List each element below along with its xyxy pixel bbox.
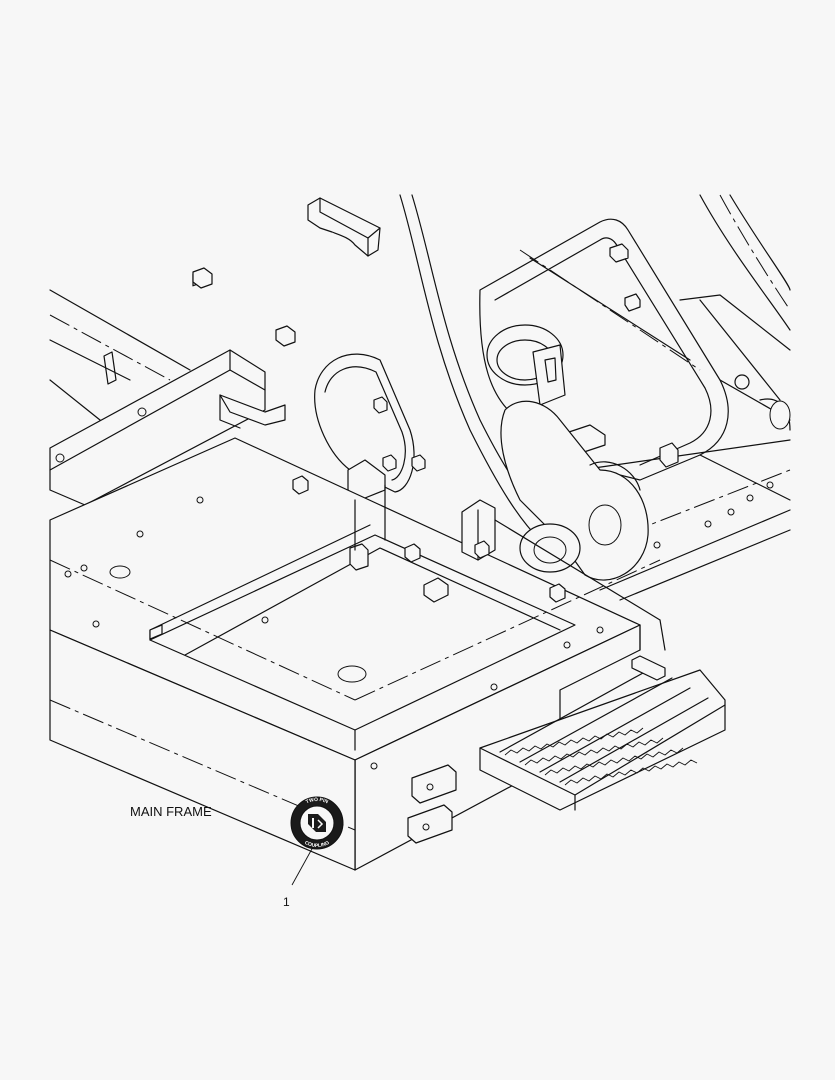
- part-label: MAIN FRAME: [130, 804, 212, 819]
- decal-ring-top: TWO PIN: [305, 797, 329, 806]
- floating-blocks: [103, 197, 381, 385]
- two-pin-coupling-decal: TWO PIN COUPLING: [290, 796, 344, 850]
- step: [479, 655, 726, 811]
- callout-1: 1: [283, 846, 314, 909]
- rear-frame-structure: [399, 194, 791, 601]
- decal-ring-bottom: COUPLING: [303, 840, 330, 849]
- crossmember: [49, 289, 286, 506]
- seat-bracket: [314, 353, 426, 501]
- callout-number: 1: [283, 895, 290, 909]
